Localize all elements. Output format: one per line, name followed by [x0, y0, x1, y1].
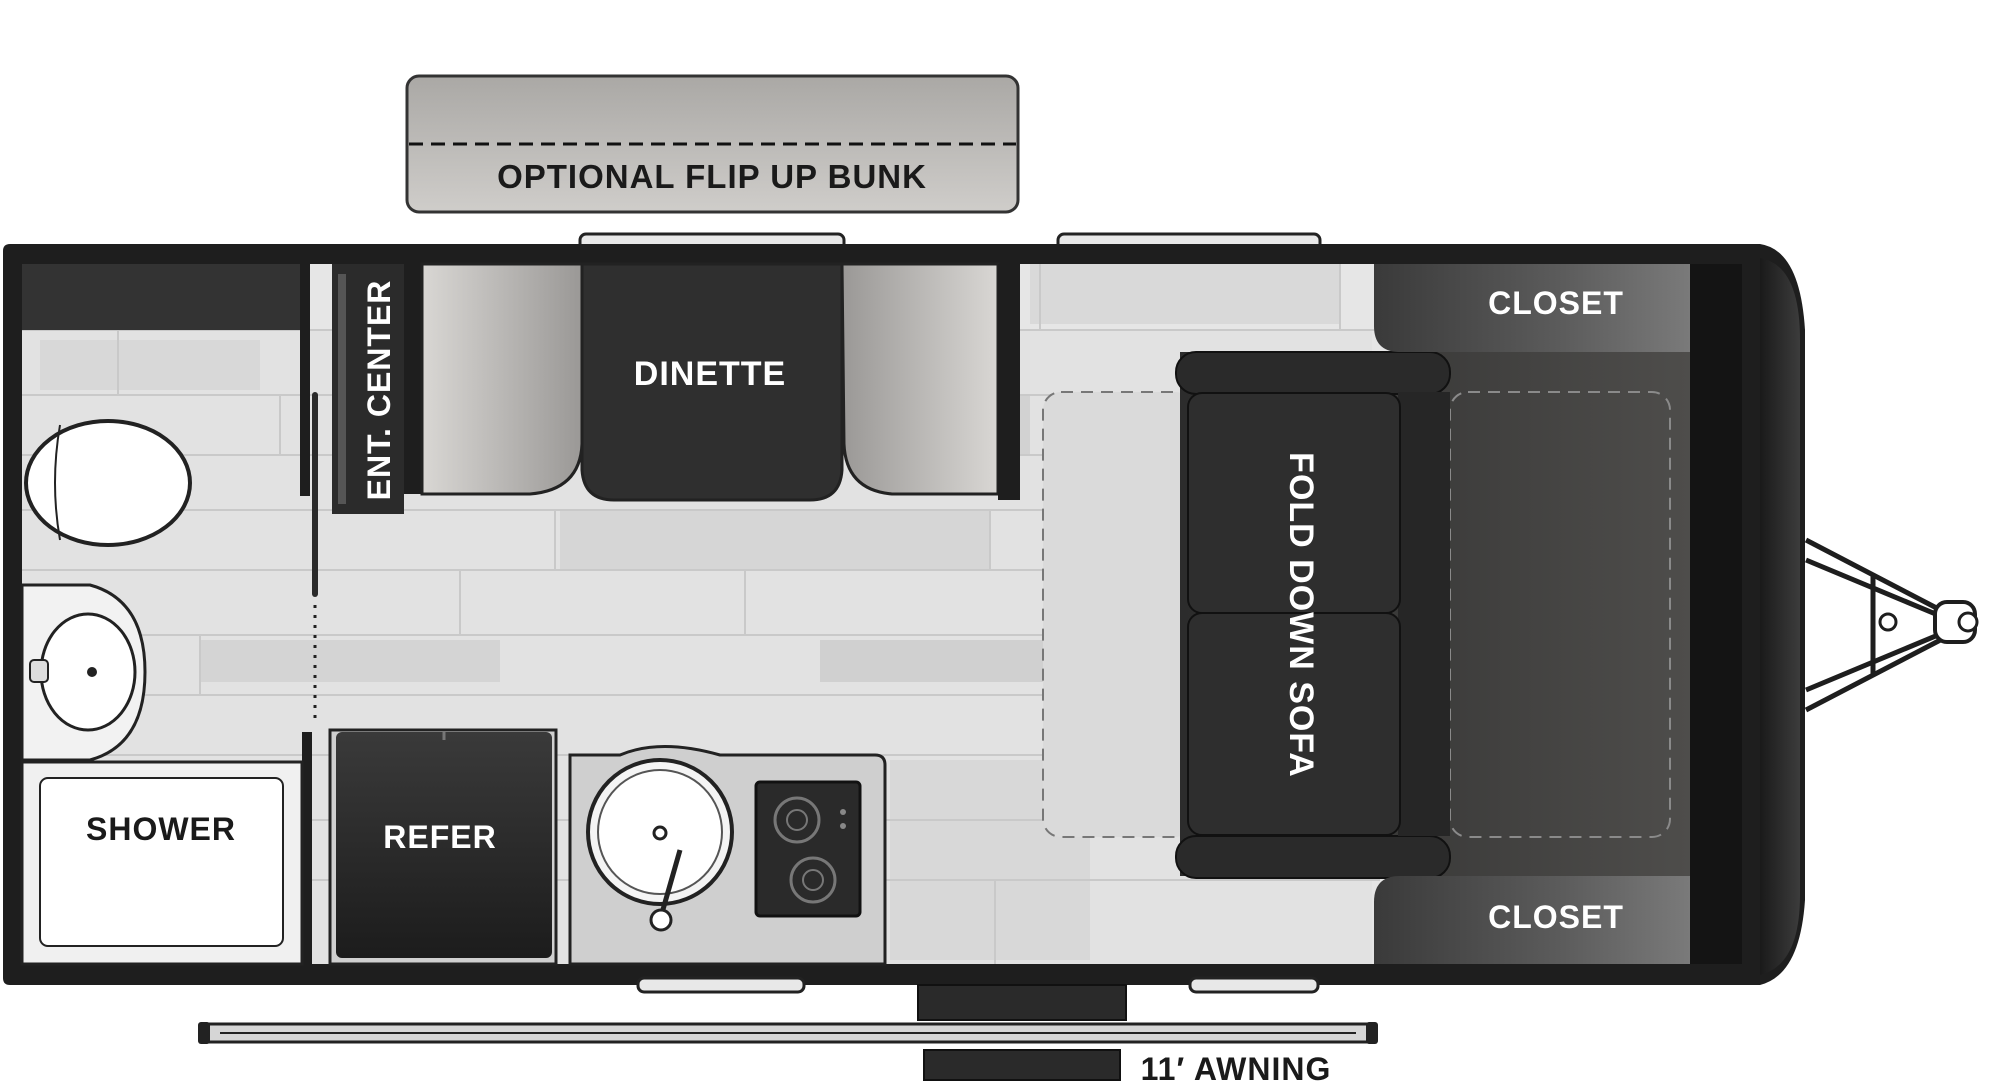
dinette-label: DINETTE [634, 355, 786, 393]
window-bottom-2 [1188, 976, 1320, 994]
front-wall-storage [1690, 264, 1742, 964]
refrigerator: REFER [328, 728, 558, 966]
fold-down-sofa: FOLD DOWN SOFA [1042, 351, 1690, 879]
toilet-tank [54, 424, 61, 541]
awning-label: 11′ AWNING [1141, 1051, 1332, 1087]
shower-label: SHOWER [86, 811, 236, 847]
sofa-label: FOLD DOWN SOFA [1282, 452, 1320, 778]
entry-steps[interactable] [917, 984, 1127, 1081]
closet-bottom: CLOSET [1374, 876, 1690, 964]
faucet-icon [29, 659, 49, 683]
bathroom: SHOWER [20, 264, 318, 966]
sink-faucet [657, 849, 683, 921]
closet-top-label: CLOSET [1488, 285, 1624, 321]
hitch-tongue [1804, 537, 1979, 713]
closet-bottom-label: CLOSET [1488, 899, 1624, 935]
window-bottom-1 [636, 976, 806, 994]
ent-center: ENT. CENTER [332, 264, 404, 514]
flip-up-bunk: OPTIONAL FLIP UP BUNK [405, 74, 1020, 214]
bunk-label: OPTIONAL FLIP UP BUNK [497, 158, 927, 195]
dinette-bench-left [420, 262, 584, 496]
dinette-table [580, 262, 844, 502]
dinette: DINETTE [404, 262, 1020, 502]
bath-door[interactable] [312, 392, 318, 597]
awning: 11′ AWNING [198, 1022, 1378, 1087]
ent-center-label: ENT. CENTER [361, 280, 397, 501]
refer-label: REFER [383, 819, 496, 855]
toilet-icon [24, 419, 192, 547]
dinette-bench-right [840, 262, 1000, 496]
closet-top: CLOSET [1374, 264, 1690, 352]
kitchen-counter [568, 745, 887, 966]
